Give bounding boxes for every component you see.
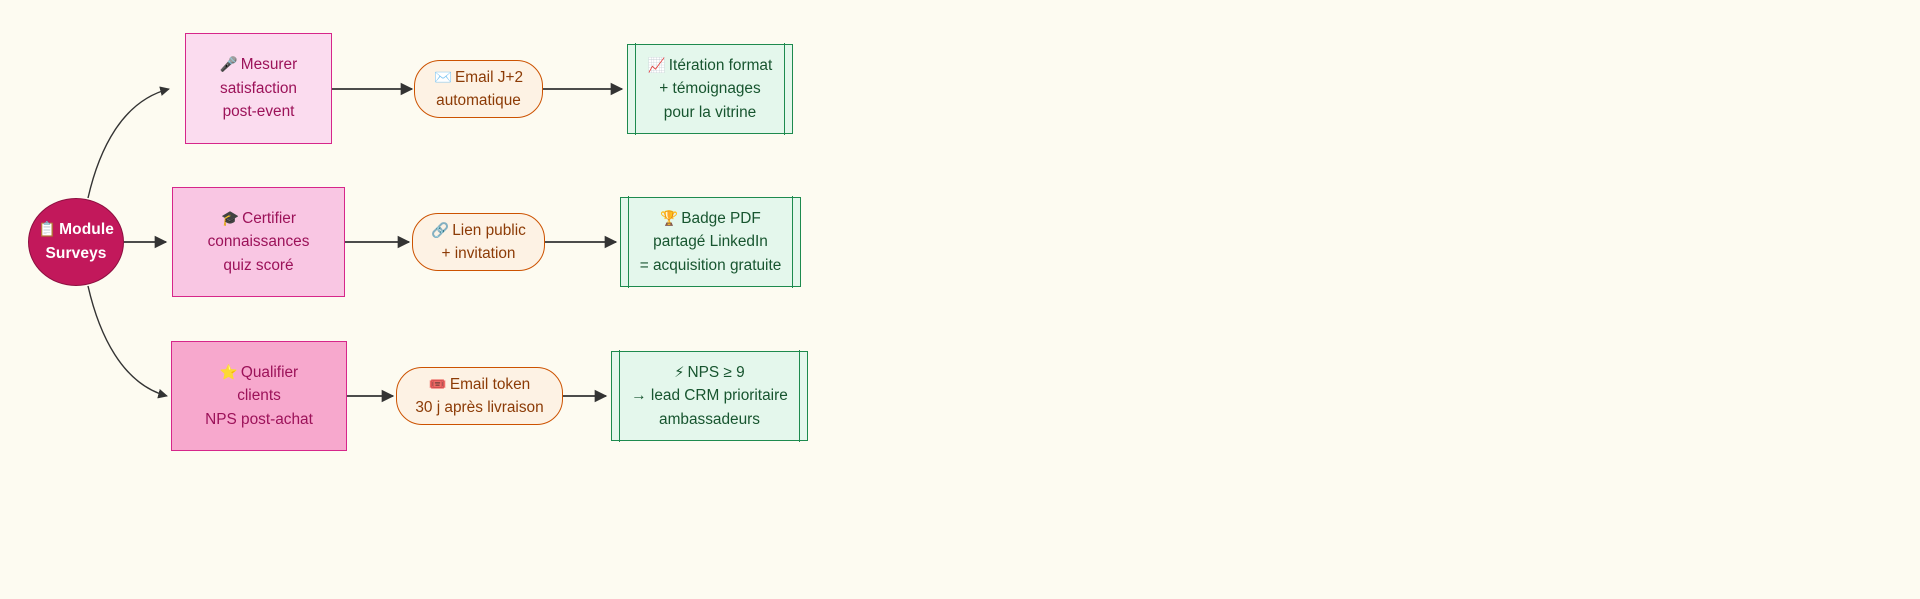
outcome-1-text-3: pour la vitrine xyxy=(663,103,757,121)
trophy-icon: 🏆 xyxy=(660,210,679,227)
outcome-2-text-1: Badge PDF xyxy=(681,209,761,227)
action-node-certifier-connaissances[interactable]: 🎓Certifier connaissances quiz scoré xyxy=(172,187,345,297)
action-2-text-3: quiz scoré xyxy=(223,256,294,274)
microphone-icon: 🎤 xyxy=(219,57,238,74)
edge-root-to-satisfaction xyxy=(87,86,170,199)
outcome-node-iteration-format[interactable]: 📈Itération format + témoignages pour la … xyxy=(627,43,793,135)
chart-increasing-icon: 📈 xyxy=(647,57,666,74)
clipboard-icon: 📋 xyxy=(38,222,57,239)
outcome-node-nps-lead-crm[interactable]: ⚡NPS ≥ 9 → lead CRM prioritaire ambassad… xyxy=(611,350,808,442)
outcome-3-line-1: ⚡NPS ≥ 9 xyxy=(674,361,744,384)
action-1-text-2: satisfaction xyxy=(220,79,297,97)
channel-2-text-2: + invitation xyxy=(441,245,516,262)
action-node-qualifier-clients[interactable]: ⭐Qualifier clients NPS post-achat xyxy=(171,341,347,451)
channel-node-email-token[interactable]: 🎟️Email token 30 j après livraison xyxy=(396,367,563,425)
link-icon: 🔗 xyxy=(431,222,450,239)
outcome-1-text-1: Itération format xyxy=(668,56,773,74)
action-2-text-1: Certifier xyxy=(242,209,296,227)
channel-node-lien-public[interactable]: 🔗Lien public + invitation xyxy=(412,213,545,271)
action-3-text-1: Qualifier xyxy=(240,363,299,381)
action-node-mesurer-satisfaction[interactable]: 🎤Mesurer satisfaction post-event xyxy=(185,33,332,144)
outcome-3-text-1: NPS ≥ 9 xyxy=(687,363,745,381)
outcome-node-badge-pdf[interactable]: 🏆Badge PDF partagé LinkedIn = acquisitio… xyxy=(620,196,801,288)
channel-3-text-2: 30 j après livraison xyxy=(415,399,544,416)
root-label-module: Module xyxy=(59,221,114,239)
graduation-cap-icon: 🎓 xyxy=(221,210,240,227)
channel-node-email-j2[interactable]: ✉️Email J+2 automatique xyxy=(414,60,543,118)
lightning-bolt-icon: ⚡ xyxy=(674,364,685,381)
action-1-line-1: 🎤Mesurer xyxy=(220,53,298,76)
channel-1-text-1: Email J+2 xyxy=(455,68,524,86)
outcome-3-text-2: → lead CRM prioritaire xyxy=(631,387,788,405)
envelope-icon: ✉️ xyxy=(433,69,453,86)
channel-2-line-1: 🔗Lien public xyxy=(431,219,526,242)
action-3-text-3: NPS post-achat xyxy=(205,410,313,428)
outcome-1-text-2: + témoignages xyxy=(659,80,761,98)
action-1-text-1: Mesurer xyxy=(240,56,298,74)
action-3-line-1: ⭐Qualifier xyxy=(220,361,298,384)
outcome-2-line-1: 🏆Badge PDF xyxy=(660,207,761,230)
channel-1-line-1: ✉️Email J+2 xyxy=(434,66,523,89)
outcome-3-text-3: ambassadeurs xyxy=(659,410,760,428)
outcome-2-text-3: = acquisition gratuite xyxy=(639,256,782,274)
outcome-2-text-2: partagé LinkedIn xyxy=(653,233,768,251)
channel-2-text-1: Lien public xyxy=(452,221,526,239)
edge-root-to-nps xyxy=(87,285,168,399)
action-3-text-2: clients xyxy=(237,387,281,405)
root-node-module-surveys[interactable]: 📋Module Surveys xyxy=(28,198,124,286)
root-line-1: 📋Module xyxy=(38,218,114,242)
channel-3-line-1: 🎟️Email token xyxy=(429,373,530,396)
action-2-line-1: 🎓Certifier xyxy=(221,207,296,230)
star-icon: ⭐ xyxy=(219,364,238,381)
root-label-surveys: Surveys xyxy=(45,245,107,262)
ticket-icon: 🎟️ xyxy=(428,376,447,393)
channel-1-text-2: automatique xyxy=(436,92,521,109)
outcome-1-line-1: 📈Itération format xyxy=(648,54,773,77)
action-1-text-3: post-event xyxy=(222,103,295,121)
channel-3-text-1: Email token xyxy=(449,375,531,393)
action-2-text-2: connaissances xyxy=(207,233,310,251)
